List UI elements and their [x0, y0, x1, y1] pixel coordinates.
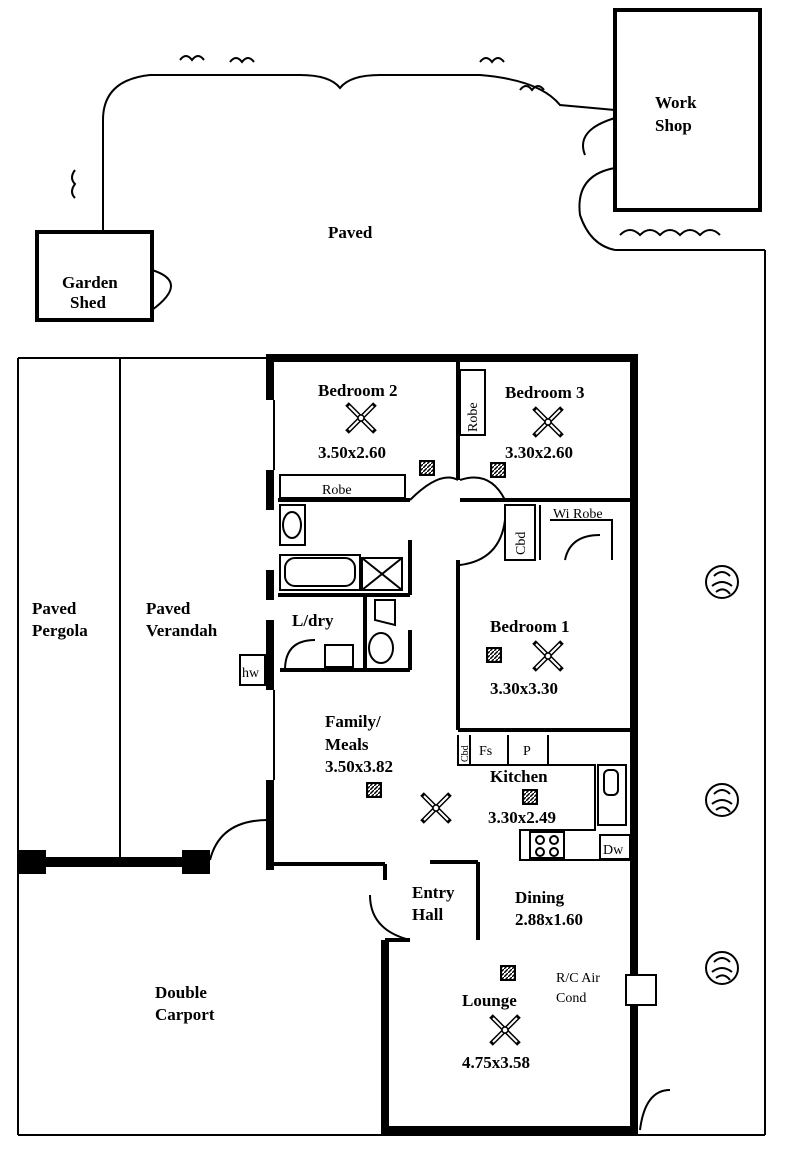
fixture-label: Robe: [466, 402, 481, 432]
ceiling-fan-icon: [534, 408, 562, 436]
room-name: Bedroom 3: [505, 383, 585, 402]
pergola-label: Pergola: [32, 621, 88, 640]
ceiling-fan-icon: [491, 1016, 519, 1044]
ceiling-fan-icon: [347, 404, 375, 432]
fixture-label: Dw: [603, 843, 624, 858]
room-size: 2.88x1.60: [515, 910, 583, 929]
room-name: Dining: [515, 888, 565, 907]
room-size: 3.50x2.60: [318, 443, 386, 462]
fixture-label: Robe: [322, 483, 352, 498]
fixture-label: hw: [242, 666, 260, 681]
vent-icon: [522, 789, 538, 805]
site-boundary: [17, 55, 766, 1136]
room-name: Hall: [412, 905, 443, 924]
workshop-label: Work: [655, 93, 697, 112]
tree-icon: [705, 565, 739, 599]
ceiling-fan-icon: [422, 794, 450, 822]
room-name: Meals: [325, 735, 369, 754]
room-size: 3.30x3.30: [490, 679, 558, 698]
fixture-label: Wi Robe: [553, 507, 603, 522]
fixture-label: Cbd: [460, 745, 471, 762]
pergola-label: Paved: [32, 599, 77, 618]
carport-label: Double: [155, 983, 207, 1002]
verandah-label: Paved: [146, 599, 191, 618]
room-size: 3.30x2.49: [488, 808, 556, 827]
garden-shed: [35, 230, 172, 322]
room-size: 4.75x3.58: [462, 1053, 530, 1072]
tree-icon: [705, 951, 739, 985]
carport-wall: [18, 819, 269, 874]
workshop: [613, 8, 762, 212]
fixture-label: P: [523, 744, 531, 759]
room-name: Entry: [412, 883, 455, 902]
fixture-label: R/C Air: [556, 971, 600, 986]
carport-label: Carport: [155, 1005, 215, 1024]
room-name: L/dry: [292, 611, 334, 630]
house-walls: [239, 354, 671, 1134]
vent-icon: [419, 460, 435, 476]
vent-icon: [366, 782, 382, 798]
fixture-label: Cbd: [514, 532, 529, 555]
workshop-label: Shop: [655, 116, 692, 135]
ceiling-fan-icon: [534, 642, 562, 670]
paved-label: Paved: [328, 223, 373, 242]
tree-icon: [705, 783, 739, 817]
fixture-label: Fs: [479, 744, 492, 759]
verandah-label: Verandah: [146, 621, 218, 640]
vent-icon: [490, 462, 506, 478]
room-size: 3.50x3.82: [325, 757, 393, 776]
room-name: Lounge: [462, 991, 517, 1010]
vent-icon: [486, 647, 502, 663]
garden-shed-label: Garden: [62, 273, 118, 292]
garden-shed-label: Shed: [70, 293, 106, 312]
vent-icon: [500, 965, 516, 981]
room-size: 3.30x2.60: [505, 443, 573, 462]
fixture-label: Cond: [556, 991, 586, 1006]
room-name: Kitchen: [490, 767, 548, 786]
room-name: Family/: [325, 712, 381, 731]
room-name: Bedroom 1: [490, 617, 570, 636]
room-name: Bedroom 2: [318, 381, 398, 400]
